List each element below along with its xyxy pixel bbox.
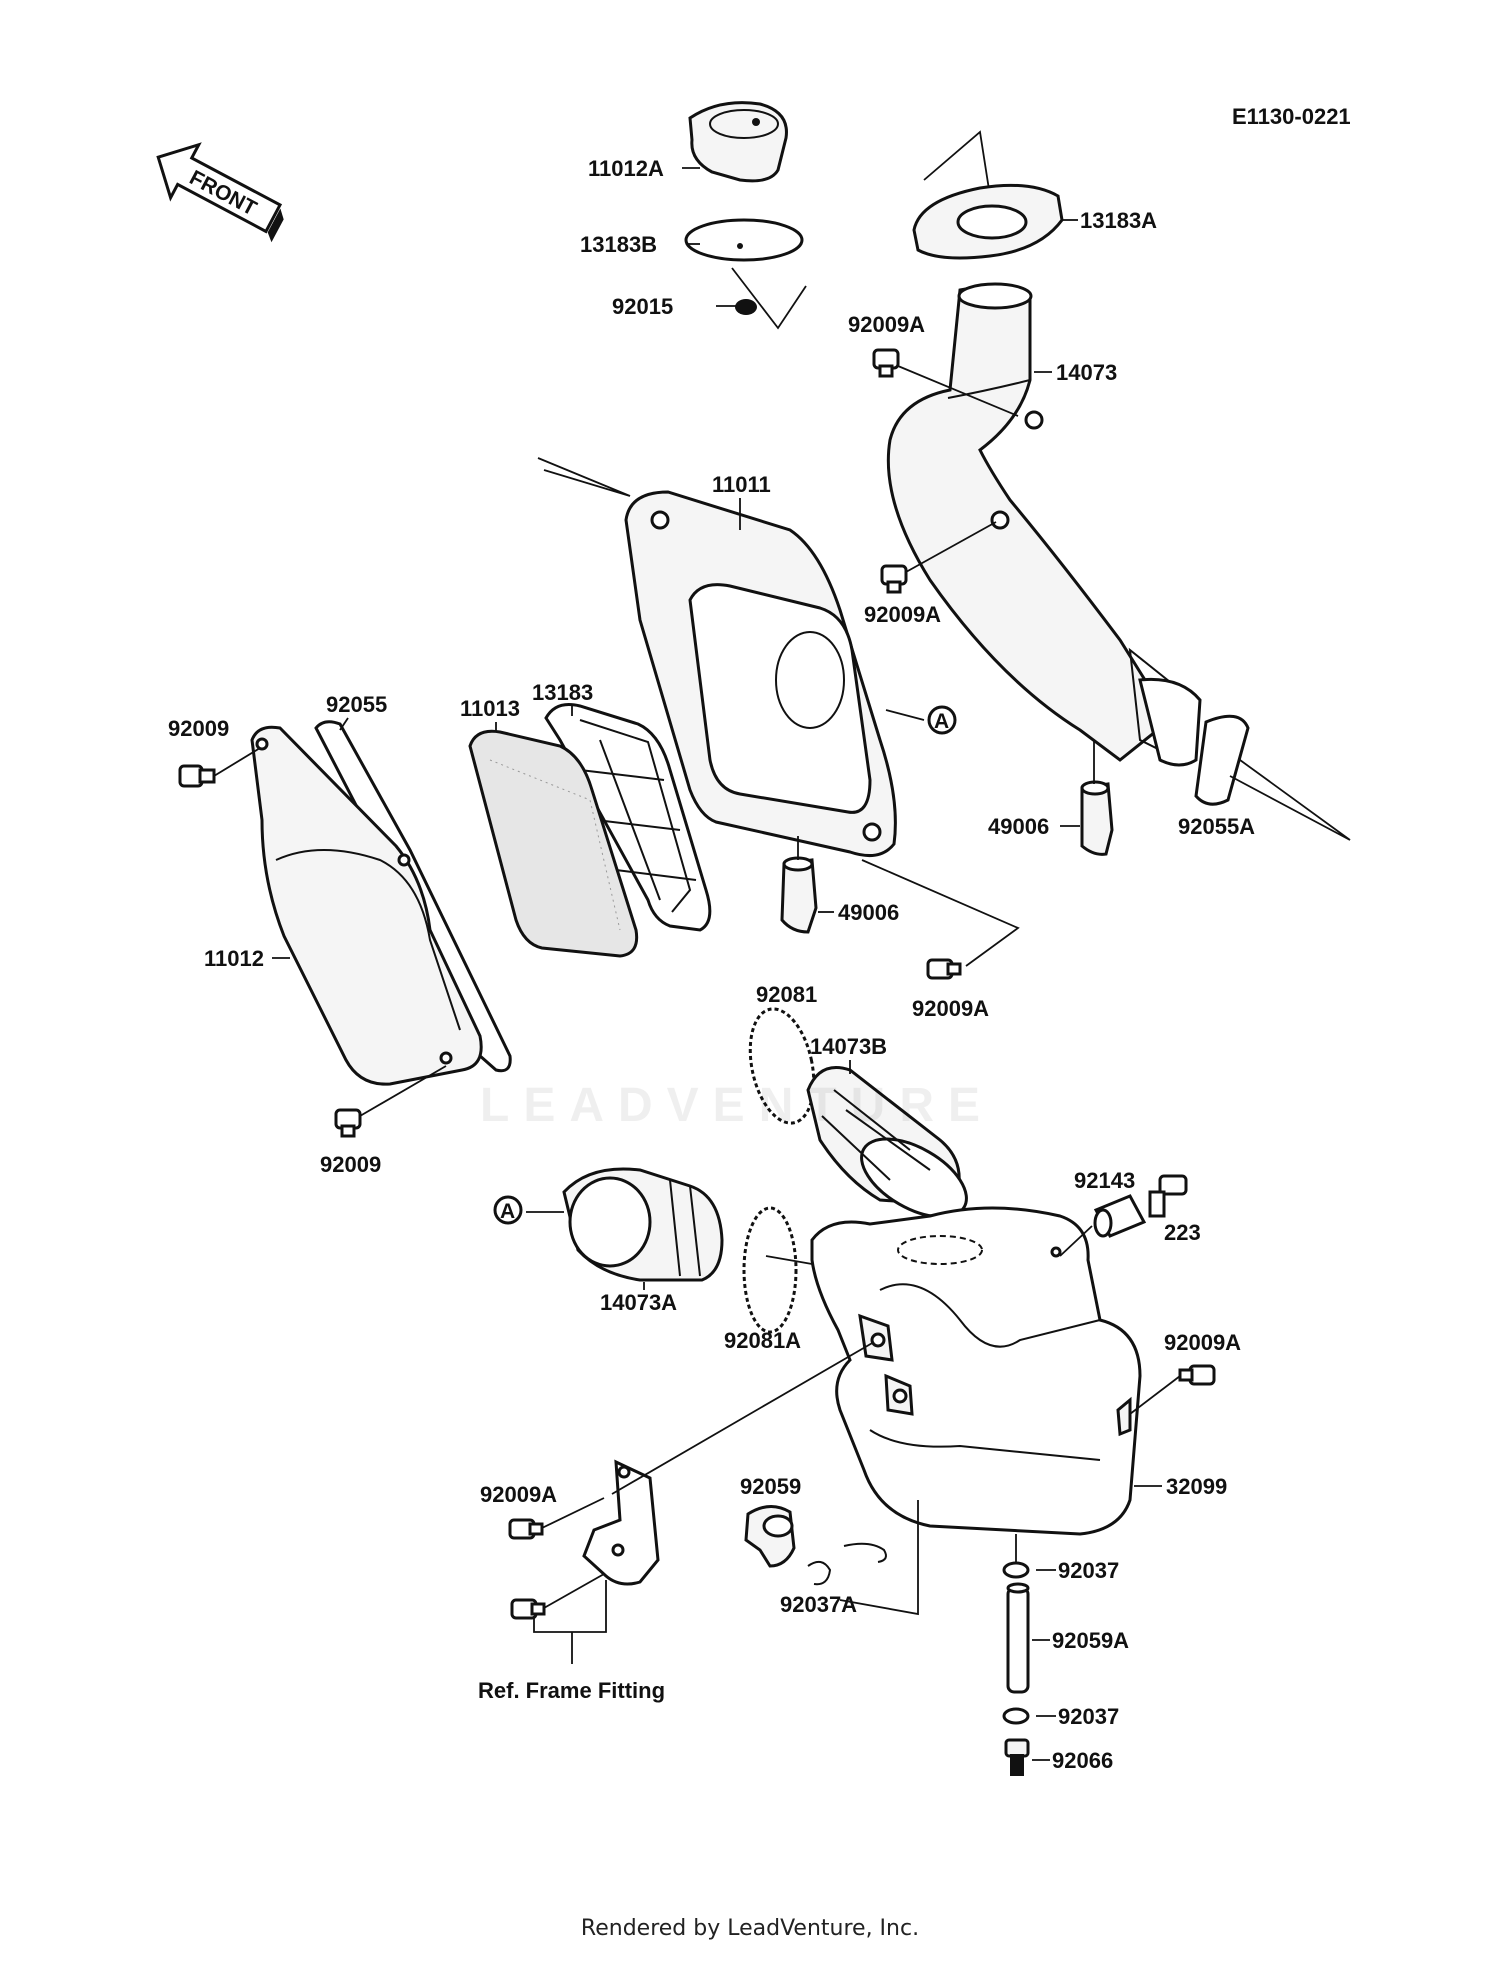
- boot-14073B[interactable]: [806, 1066, 979, 1233]
- bolt-frame-fitting[interactable]: [510, 1598, 546, 1620]
- label-92009A-top: 92009A: [848, 312, 925, 337]
- label-223: 223: [1164, 1220, 1201, 1245]
- label-14073B: 14073B: [810, 1034, 887, 1059]
- label-92009-left: 92009: [168, 716, 229, 741]
- label-92009A-bracket: 92009A: [480, 1482, 557, 1507]
- airbox-32099[interactable]: [810, 1206, 1142, 1536]
- airbox-11011[interactable]: [624, 490, 897, 858]
- intake-plate[interactable]: [912, 183, 1064, 260]
- label-92037A: 92037A: [780, 1592, 857, 1617]
- cap-gasket[interactable]: [684, 218, 804, 262]
- airbox-cover-11012[interactable]: [250, 725, 483, 1086]
- clip-92037-bottom[interactable]: [1002, 1707, 1030, 1725]
- drain-49006-right[interactable]: [1080, 780, 1114, 856]
- tube-92059A[interactable]: [1006, 1582, 1030, 1694]
- duct-seal-92055A[interactable]: [1194, 714, 1250, 806]
- label-92059: 92059: [740, 1474, 801, 1499]
- label-92037-top: 92037: [1058, 1558, 1119, 1583]
- label-92009A-right: 92009A: [1164, 1330, 1241, 1355]
- intake-duct[interactable]: [886, 282, 1202, 767]
- label-49006-mid: 49006: [838, 900, 899, 925]
- bolt-92009A-right[interactable]: [1178, 1364, 1216, 1386]
- label-13183: 13183: [532, 680, 593, 705]
- label-92015: 92015: [612, 294, 673, 319]
- ref-A-bottom-label: A: [500, 1200, 515, 1223]
- bolt-92009A-top[interactable]: [872, 348, 900, 378]
- diagram-code: E1130-0221: [1232, 104, 1351, 129]
- label-92059A: 92059A: [1052, 1628, 1129, 1653]
- label-92037-bottom: 92037: [1058, 1704, 1119, 1729]
- clamp-92081A[interactable]: [742, 1206, 798, 1334]
- label-ref-frame-fitting: Ref. Frame Fitting: [478, 1678, 665, 1703]
- label-92055: 92055: [326, 692, 387, 717]
- label-14073A: 14073A: [600, 1290, 677, 1315]
- label-32099: 32099: [1166, 1474, 1227, 1499]
- bolt-92009-left[interactable]: [178, 764, 216, 788]
- ref-A-top-label: A: [934, 710, 949, 733]
- gasket-92055[interactable]: [314, 720, 512, 1073]
- label-92081: 92081: [756, 982, 817, 1007]
- clip-92037-top[interactable]: [1002, 1561, 1030, 1579]
- label-14073: 14073: [1056, 360, 1117, 385]
- elbow-92059[interactable]: [744, 1505, 796, 1568]
- label-92009A-mid: 92009A: [912, 996, 989, 1021]
- air-filter-11013[interactable]: [468, 729, 639, 958]
- label-92066: 92066: [1052, 1748, 1113, 1773]
- snorkel-cap[interactable]: [688, 101, 788, 183]
- filter-cage-13183[interactable]: [544, 703, 712, 932]
- label-92009A-duct: 92009A: [864, 602, 941, 627]
- label-92009-bottom: 92009: [320, 1152, 381, 1177]
- ref-circle-A-top: A: [927, 705, 957, 735]
- bolt-223[interactable]: [1148, 1174, 1188, 1218]
- plug-92066[interactable]: [1004, 1738, 1030, 1776]
- bolt-92009A-duct[interactable]: [880, 564, 908, 594]
- front-arrow-icon: FRONT: [156, 142, 284, 243]
- boot-14073A[interactable]: [562, 1167, 724, 1282]
- bolt-92009A-mid[interactable]: [926, 958, 962, 980]
- label-13183B: 13183B: [580, 232, 657, 257]
- bolt-92009-bottom[interactable]: [334, 1108, 362, 1138]
- collar-92143[interactable]: [1093, 1194, 1147, 1238]
- label-49006-right: 49006: [988, 814, 1049, 839]
- cap-nut[interactable]: [735, 299, 757, 315]
- clamp-92081[interactable]: [741, 1003, 824, 1129]
- label-92081A: 92081A: [724, 1328, 801, 1353]
- bolt-92009A-bracket[interactable]: [508, 1518, 544, 1540]
- watermark: LEADVENTURE: [480, 1079, 995, 1132]
- footer-credit: Rendered by LeadVenture, Inc.: [580, 1916, 920, 1941]
- drain-49006-mid[interactable]: [780, 856, 818, 934]
- label-92055A: 92055A: [1178, 814, 1255, 839]
- frame-bracket[interactable]: [582, 1459, 660, 1586]
- label-13183A: 13183A: [1080, 208, 1157, 233]
- ref-circle-A-bottom: A: [493, 1195, 523, 1225]
- label-11011: 11011: [712, 472, 771, 497]
- label-11012: 11012: [204, 946, 264, 971]
- label-92143: 92143: [1074, 1168, 1135, 1193]
- clip-92037A[interactable]: [807, 1542, 887, 1586]
- label-11012A: 11012A: [588, 156, 664, 181]
- label-11013: 11013: [460, 696, 520, 721]
